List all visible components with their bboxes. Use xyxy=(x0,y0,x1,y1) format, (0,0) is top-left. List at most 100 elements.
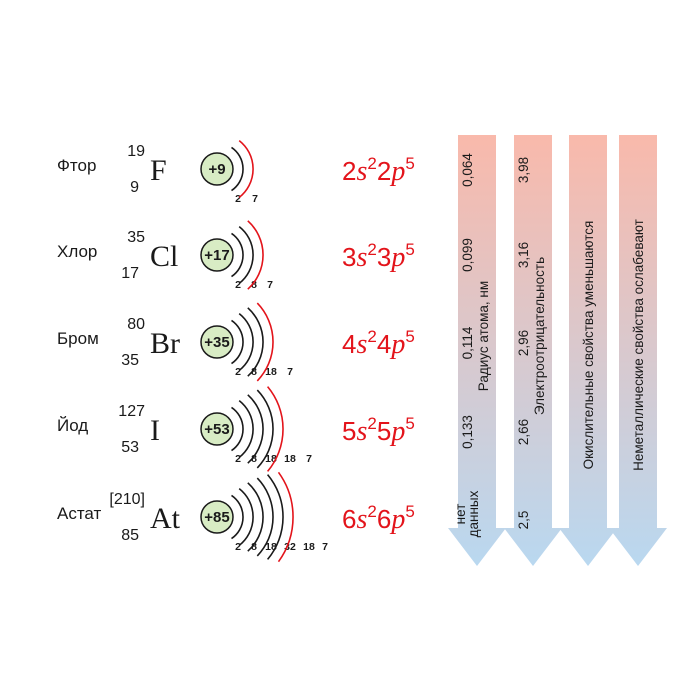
shell-electron-count: 32 xyxy=(284,541,296,553)
trend-column-title: Окислительные свойства уменьшаются xyxy=(581,221,596,470)
electron-shell xyxy=(238,312,254,372)
shell-electron-count: 7 xyxy=(306,453,312,465)
shell-electron-count: 18 xyxy=(303,541,315,553)
electron-shell xyxy=(231,146,244,192)
element-symbol: At xyxy=(150,502,181,535)
electron-shell xyxy=(266,474,284,560)
electron-shell xyxy=(256,389,274,469)
electron-configuration: 2s22p5 xyxy=(342,154,415,187)
nucleus xyxy=(200,238,234,272)
element-name: Астат xyxy=(57,504,102,523)
atomic-number: 17 xyxy=(121,265,139,282)
mass-number: [210] xyxy=(109,491,145,508)
element-symbol: I xyxy=(150,414,160,447)
electron-shell xyxy=(231,319,244,365)
element-name: Йод xyxy=(57,416,88,435)
trend-value: 2,96 xyxy=(516,330,531,356)
electron-shell xyxy=(231,232,244,278)
electron-configuration: 6s26p5 xyxy=(342,502,415,535)
trend-value: 0,099 xyxy=(460,238,475,272)
trend-value: 0,133 xyxy=(460,415,475,449)
electron-shell xyxy=(277,471,294,563)
element-symbol: Br xyxy=(150,327,180,360)
nucleus xyxy=(200,412,234,446)
trend-arrow xyxy=(609,135,667,566)
shell-electron-count: 7 xyxy=(252,193,258,205)
trend-column-title: Неметаллические свойства ослабевают xyxy=(631,219,646,471)
nucleus xyxy=(200,152,234,186)
trend-column-3: Окислительные свойства уменьшаются xyxy=(559,135,617,566)
shell-electron-count: 18 xyxy=(265,453,277,465)
shell-electron-count: 7 xyxy=(267,279,273,291)
shell-electron-count: 8 xyxy=(251,453,257,465)
element-symbol: F xyxy=(150,154,167,187)
electron-shell xyxy=(231,494,244,540)
trend-value: нетданных xyxy=(453,490,481,537)
electron-shell xyxy=(266,386,284,472)
nucleus-charge: +35 xyxy=(204,334,229,351)
trend-arrow xyxy=(448,135,506,566)
trend-value: 0,114 xyxy=(460,326,475,359)
trend-value: 3,16 xyxy=(516,242,531,268)
mass-number: 80 xyxy=(127,316,145,333)
electron-configuration: 5s25p5 xyxy=(342,414,415,447)
element-symbol: Cl xyxy=(150,240,178,273)
trend-arrow xyxy=(504,135,562,566)
shell-electron-count: 2 xyxy=(235,366,241,378)
trend-column-2: Электроотрицательность 3,98 3,16 2,96 2,66 2,… xyxy=(504,135,562,566)
trend-column-title: Электроотрицательность xyxy=(532,257,547,415)
atomic-number: 9 xyxy=(130,179,139,196)
shell-electron-count: 18 xyxy=(265,366,277,378)
shell-electron-count: 18 xyxy=(265,541,277,553)
electron-shell xyxy=(256,302,274,382)
element-name: Фтор xyxy=(57,156,96,175)
shell-electron-count: 7 xyxy=(287,366,293,378)
electron-shell xyxy=(238,139,254,199)
mass-number: 35 xyxy=(127,229,145,246)
nucleus-charge: +53 xyxy=(204,421,229,438)
electron-shell xyxy=(256,477,274,557)
shell-electron-count: 8 xyxy=(251,279,257,291)
shell-electron-count: 2 xyxy=(235,193,241,205)
trend-value: 2,66 xyxy=(516,419,531,445)
electron-configuration: 3s23p5 xyxy=(342,240,415,273)
electron-shell xyxy=(247,394,264,464)
shell-electron-count: 7 xyxy=(322,541,328,553)
atomic-number: 53 xyxy=(121,439,139,456)
electron-shell xyxy=(247,220,264,290)
shell-electron-count: 2 xyxy=(235,541,241,553)
nucleus-charge: +85 xyxy=(204,509,229,526)
trend-column-4: Неметаллические свойства ослабевают xyxy=(609,135,667,566)
trend-value: 3,98 xyxy=(516,157,531,183)
atomic-number: 85 xyxy=(121,527,139,544)
mass-number: 127 xyxy=(118,403,145,420)
element-name: Хлор xyxy=(57,242,97,261)
nucleus-charge: +17 xyxy=(204,247,229,264)
element-name: Бром xyxy=(57,329,99,348)
electron-shell xyxy=(247,482,264,552)
shell-electron-count: 18 xyxy=(284,453,296,465)
electron-shell xyxy=(247,307,264,377)
electron-configuration: 4s24p5 xyxy=(342,327,415,360)
trend-value: 2,5 xyxy=(516,511,531,530)
nucleus xyxy=(200,500,234,534)
electron-shell xyxy=(231,406,244,452)
mass-number: 19 xyxy=(127,143,145,160)
atomic-number: 35 xyxy=(121,352,139,369)
electron-shell xyxy=(238,399,254,459)
electron-shell xyxy=(238,225,254,285)
trend-column-title: Радиус атома, нм xyxy=(476,281,491,391)
shell-electron-count: 8 xyxy=(251,366,257,378)
trend-value: 0,064 xyxy=(460,153,475,187)
shell-electron-count: 2 xyxy=(235,453,241,465)
nucleus-charge: +9 xyxy=(208,161,225,178)
shell-electron-count: 2 xyxy=(235,279,241,291)
electron-shell xyxy=(238,487,254,547)
trend-column-1: Радиус атома, нм 0,064 0,099 0,114 0,133 нетд… xyxy=(448,135,506,566)
